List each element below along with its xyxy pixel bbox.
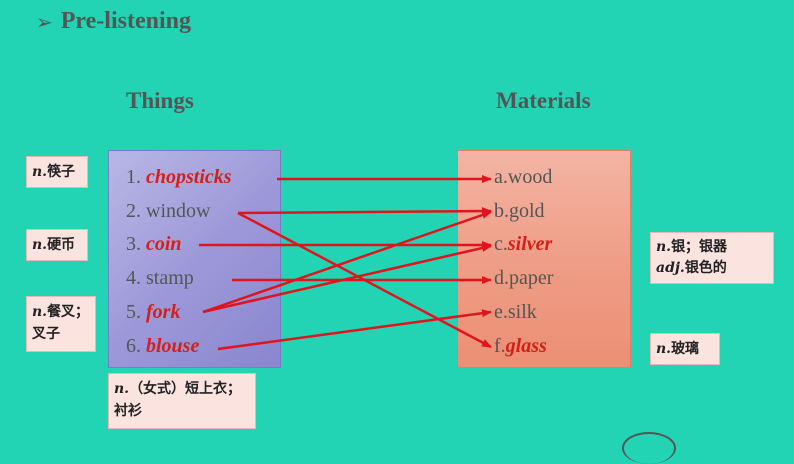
material-word: glass xyxy=(505,335,547,357)
note-silver: n.银；银器 adj.银色的 xyxy=(650,232,774,284)
note-silver-line-2: adj.银色的 xyxy=(656,258,768,279)
thing-number: 3. xyxy=(126,233,146,255)
thing-word: chopsticks xyxy=(146,166,232,188)
material-word: silk xyxy=(507,301,537,323)
thing-number: 4. xyxy=(126,267,146,289)
material-letter: b. xyxy=(494,200,509,222)
thing-item-4[interactable]: 4. stamp xyxy=(126,267,194,290)
material-word: gold xyxy=(509,200,545,222)
thing-word: stamp xyxy=(146,267,194,289)
material-letter: f. xyxy=(494,335,506,357)
note-pos: n. xyxy=(32,237,48,253)
thing-item-2[interactable]: 2. window xyxy=(126,200,210,223)
note-text: （女式）短上衣；衬衫 xyxy=(114,381,242,419)
note-blouse: n.（女式）短上衣；衬衫 xyxy=(108,373,256,429)
note-pos: n. xyxy=(114,381,130,397)
note-text: 餐叉；叉子 xyxy=(32,304,90,342)
material-word: paper xyxy=(509,267,554,289)
thing-word: window xyxy=(146,200,211,222)
material-item-b[interactable]: b.gold xyxy=(494,200,545,223)
thing-item-1[interactable]: 1. chopsticks xyxy=(126,166,232,189)
things-column-title: Things xyxy=(126,88,194,113)
note-fork: n.餐叉；叉子 xyxy=(26,296,96,352)
materials-box xyxy=(457,150,631,368)
material-item-c[interactable]: c.silver xyxy=(494,233,552,256)
note-pos: n. xyxy=(656,341,672,357)
thing-number: 2. xyxy=(126,200,146,222)
material-word: silver xyxy=(507,233,553,255)
arrow-5-b xyxy=(202,210,492,314)
decoration-arc xyxy=(622,432,676,464)
thing-word: coin xyxy=(146,233,182,255)
note-coin: n.硬币 xyxy=(26,229,88,261)
thing-number: 5. xyxy=(126,301,146,323)
note-text: 硬币 xyxy=(47,237,76,253)
thing-number: 1. xyxy=(126,166,146,188)
thing-item-3[interactable]: 3. coin xyxy=(126,233,182,256)
thing-item-5[interactable]: 5. fork xyxy=(126,301,180,324)
material-letter: e. xyxy=(494,301,508,323)
thing-word: blouse xyxy=(146,335,200,357)
arrow-5-c xyxy=(202,244,492,314)
matching-arrows xyxy=(199,175,492,351)
note-glass: n.玻璃 xyxy=(650,333,720,365)
section-heading-text: Pre-listening xyxy=(60,8,191,34)
note-silver-line-1: n.银；银器 xyxy=(656,237,768,258)
material-item-d[interactable]: d.paper xyxy=(494,267,553,290)
note-text: 筷子 xyxy=(47,164,76,180)
thing-item-6[interactable]: 6. blouse xyxy=(126,335,199,358)
thing-word: fork xyxy=(146,301,181,323)
material-letter: d. xyxy=(494,267,509,289)
thing-number: 6. xyxy=(126,335,146,357)
note-text: 玻璃 xyxy=(671,341,700,357)
material-letter: c. xyxy=(494,233,508,255)
arrow-2-b xyxy=(237,207,492,216)
note-pos: n. xyxy=(656,239,672,255)
section-heading: ➢ Pre-listening xyxy=(36,8,191,35)
material-item-f[interactable]: f.glass xyxy=(494,335,547,358)
material-word: wood xyxy=(507,166,553,188)
note-pos: n. xyxy=(32,164,48,180)
material-item-e[interactable]: e.silk xyxy=(494,301,537,324)
note-pos: adj. xyxy=(656,260,685,276)
arrow-6-e xyxy=(217,309,492,351)
things-box xyxy=(108,150,281,368)
material-letter: a. xyxy=(494,166,508,188)
materials-column-title: Materials xyxy=(496,88,591,113)
material-item-a[interactable]: a.wood xyxy=(494,166,552,189)
note-chopsticks: n.筷子 xyxy=(26,156,88,188)
note-text: 银；银器 xyxy=(671,239,728,255)
bullet-arrow-icon: ➢ xyxy=(36,9,53,34)
note-pos: n. xyxy=(32,304,48,320)
note-text: 银色的 xyxy=(684,260,727,276)
